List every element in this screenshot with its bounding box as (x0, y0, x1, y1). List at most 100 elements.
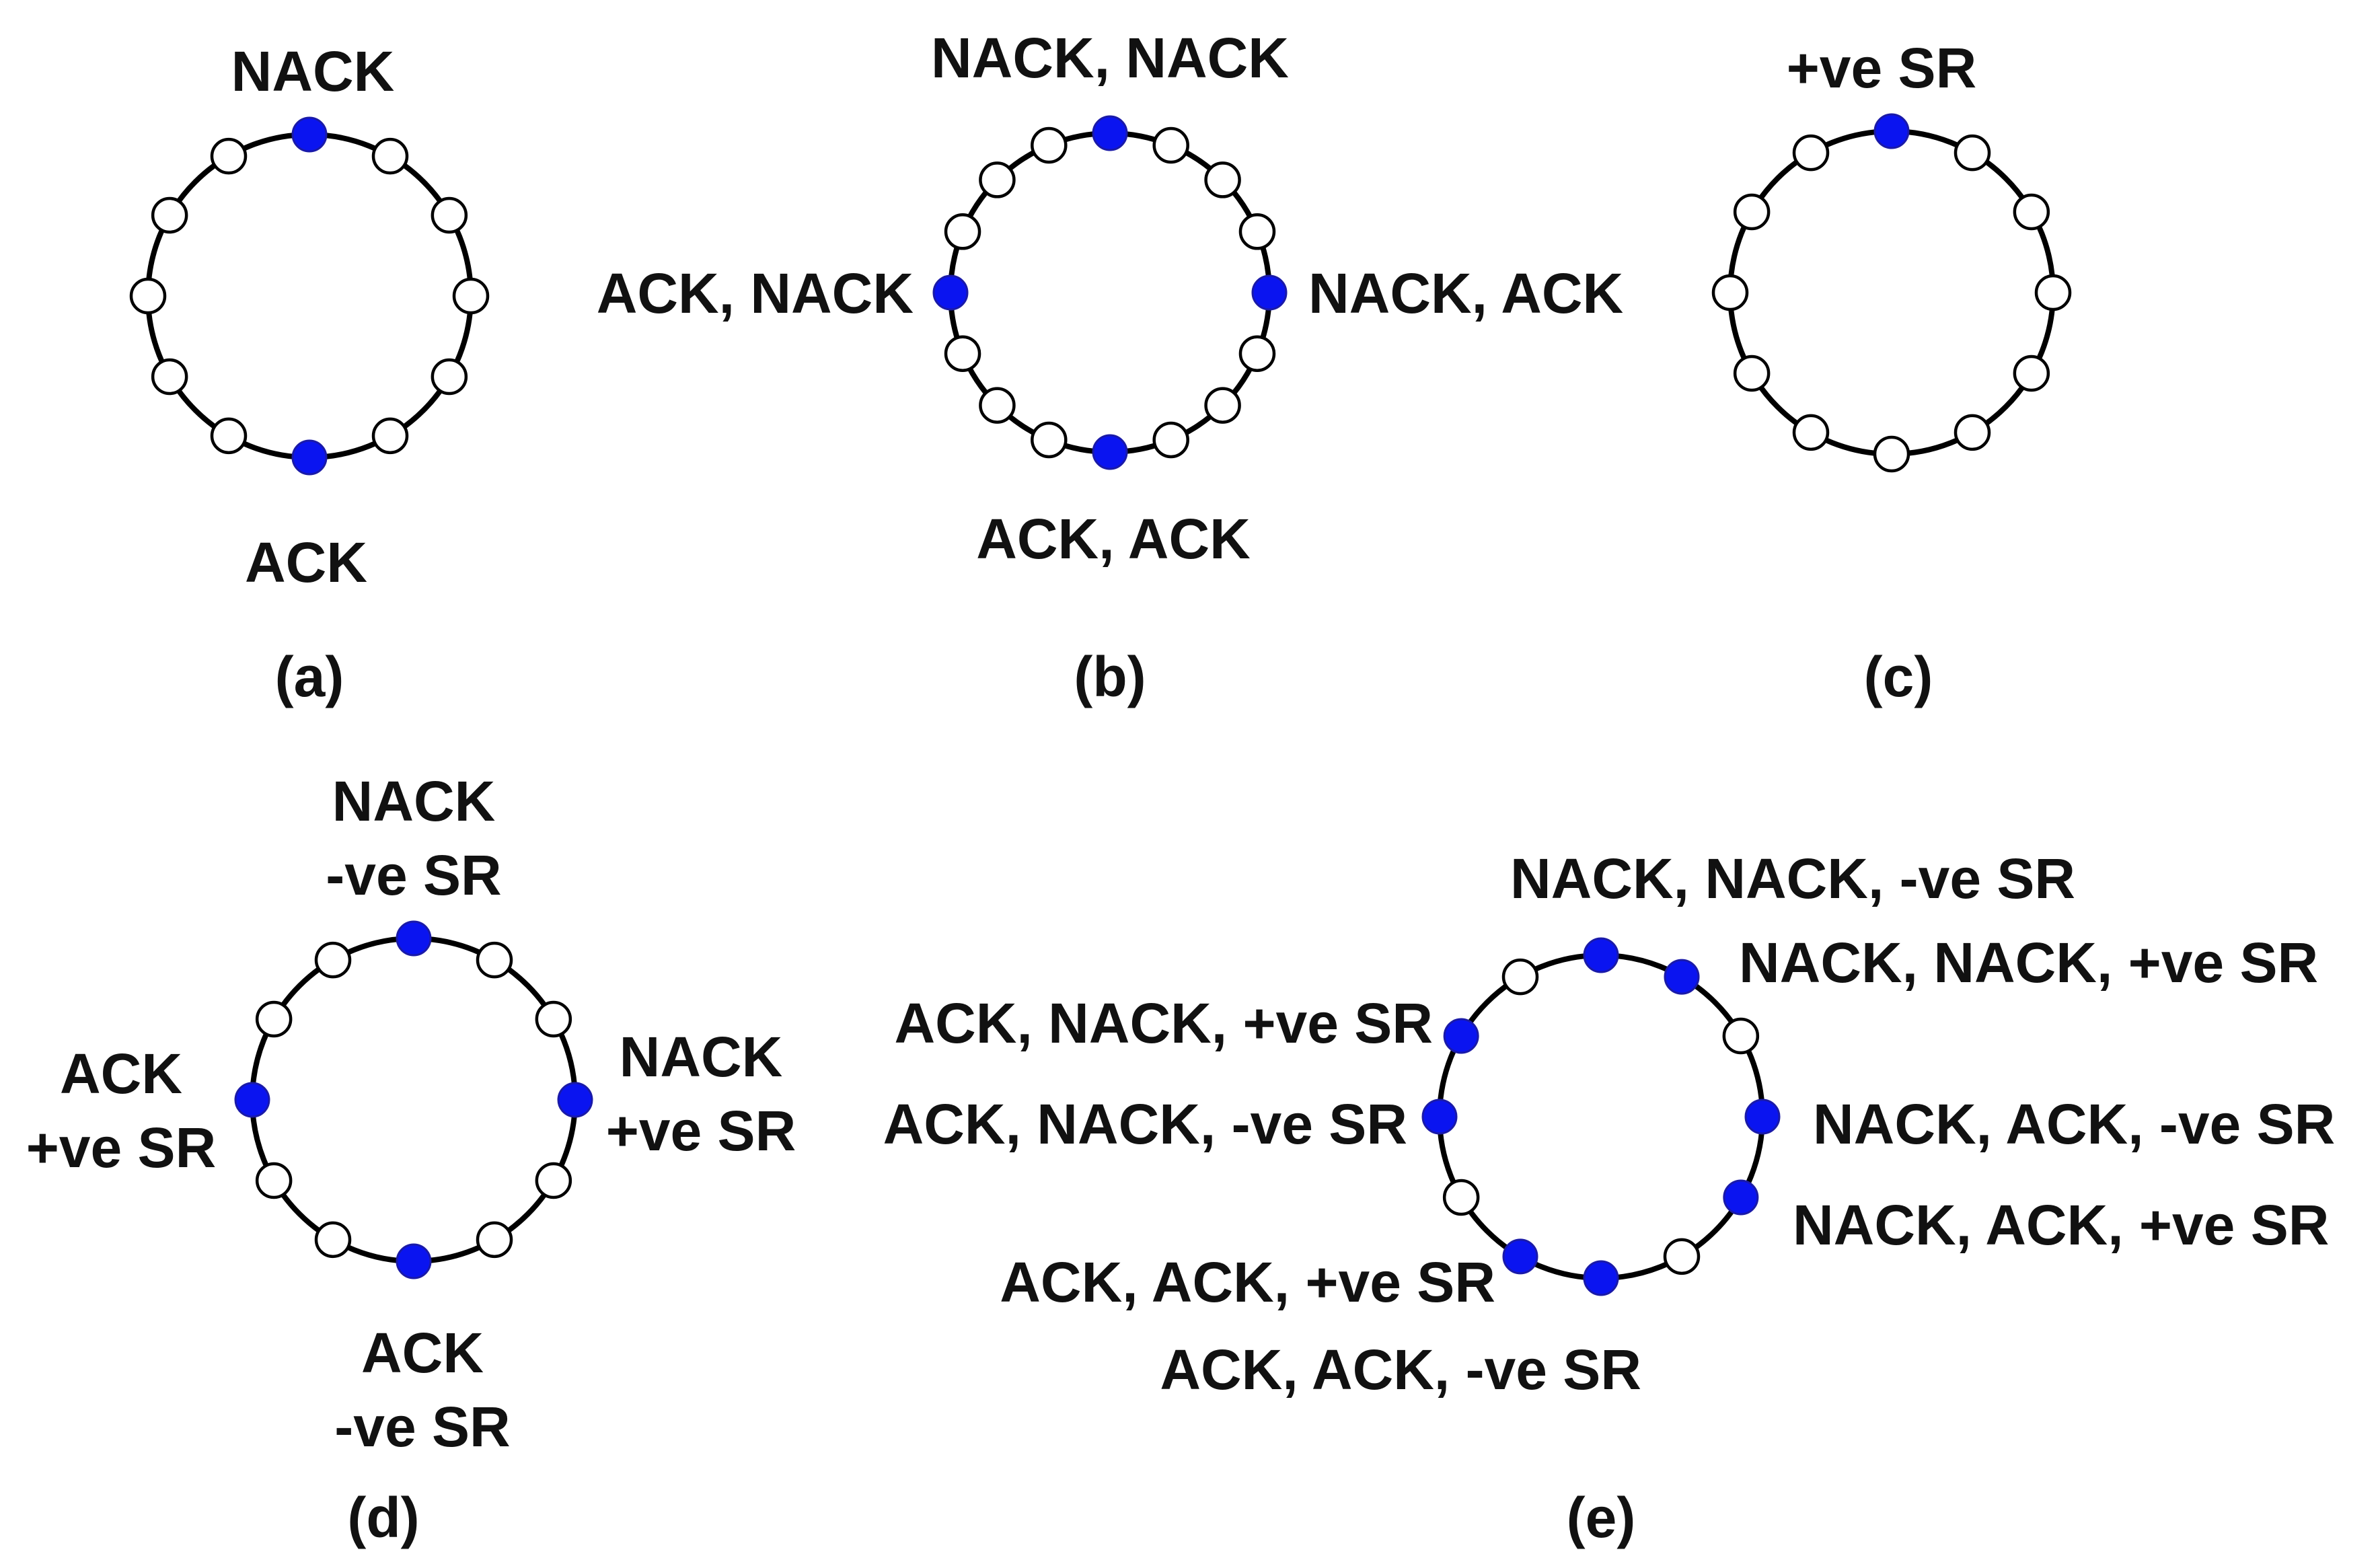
point-label: ACK, ACK, +ve SR (1000, 1251, 1495, 1314)
panel-caption: (c) (1864, 645, 1933, 708)
constellation-point (151, 196, 188, 234)
point-label: NACK (620, 1025, 783, 1088)
point-label: NACK, NACK (931, 26, 1289, 89)
point-label: NACK, ACK (1308, 262, 1623, 325)
constellation-point-active (1583, 937, 1619, 973)
constellation-point-active (1744, 1099, 1781, 1135)
constellation-point-active (291, 439, 328, 476)
point-label: ACK, NACK (597, 262, 914, 325)
constellation-point-active (1092, 115, 1128, 151)
constellation-point (255, 1162, 293, 1199)
constellation-point (129, 277, 167, 315)
constellation-point-active (1723, 1179, 1759, 1216)
panel-caption: (d) (347, 1486, 419, 1549)
point-label: NACK, ACK, -ve SR (1813, 1092, 2335, 1156)
point-label: ACK, NACK, +ve SR (894, 992, 1433, 1055)
constellation-point (535, 1162, 572, 1199)
point-label: +ve SR (26, 1116, 217, 1179)
constellation-point-active (1873, 113, 1910, 149)
constellation-point-active (1664, 959, 1700, 995)
ring-e (1437, 953, 1765, 1281)
constellation-point-active (1251, 274, 1288, 311)
constellation-point-active (396, 920, 432, 957)
constellation-point (1711, 274, 1749, 311)
constellation-point (2013, 193, 2050, 231)
constellation-point (431, 358, 468, 396)
constellation-point-active (932, 274, 969, 311)
constellation-point-active (1092, 434, 1128, 470)
point-label: NACK, ACK, +ve SR (1793, 1193, 2329, 1257)
constellation-point (151, 358, 188, 396)
panel-c: +ve SR (c) (1711, 36, 2072, 708)
constellation-point-active (1443, 1018, 1479, 1054)
point-label: ACK, NACK, -ve SR (883, 1092, 1407, 1156)
panel-b: NACK, NACK NACK, ACK ACK, ACK ACK, NACK (b) (597, 26, 1624, 708)
point-label: NACK (231, 40, 395, 103)
constellation-point (1501, 958, 1539, 996)
panel-caption: (b) (1074, 645, 1146, 708)
constellation-point (371, 137, 409, 175)
constellation-point (535, 1000, 572, 1038)
constellation-point (1204, 161, 1241, 198)
point-label: NACK (332, 770, 496, 833)
constellation-point (210, 417, 248, 455)
constellation-point-active (396, 1243, 432, 1279)
constellation-point (1722, 1017, 1760, 1055)
constellation-point (255, 1000, 293, 1038)
panel-a: NACK ACK (a) (129, 40, 490, 708)
point-label: ACK, ACK (976, 507, 1251, 570)
panel-caption: (e) (1567, 1486, 1636, 1549)
constellation-point (314, 1221, 352, 1259)
constellation-point-active (1502, 1238, 1538, 1275)
panel-e: NACK, NACK, -ve SR NACK, NACK, +ve SR NACK… (883, 847, 2336, 1549)
constellation-point-active (291, 116, 328, 153)
constellation-point-active (234, 1082, 270, 1118)
point-label: ACK, ACK, -ve SR (1160, 1338, 1641, 1401)
constellation-point (2013, 355, 2050, 392)
constellation-point (1204, 387, 1241, 424)
ring-a (145, 132, 474, 460)
panel-d: NACK -ve SR NACK +ve SR ACK -ve SR ACK +ve SR (d… (26, 770, 796, 1549)
constellation-point (1733, 355, 1771, 392)
constellation-point-active (1421, 1099, 1458, 1135)
constellation-point (2034, 274, 2072, 311)
constellation-point (314, 941, 352, 979)
constellation-point (452, 277, 490, 315)
point-label: ACK (245, 531, 367, 594)
constellation-point (1238, 335, 1276, 372)
constellation-point (1152, 126, 1189, 164)
constellation-point (476, 1221, 513, 1259)
point-label: -ve SR (334, 1395, 510, 1458)
constellation-point (979, 387, 1016, 424)
constellation-point (431, 196, 468, 234)
point-label: -ve SR (326, 844, 501, 907)
constellation-point (979, 161, 1016, 198)
point-label: NACK, NACK, +ve SR (1739, 931, 2318, 994)
constellation-point (1031, 421, 1068, 459)
point-label: +ve SR (606, 1099, 796, 1162)
constellation-point (1733, 193, 1771, 231)
constellation-point (210, 137, 248, 175)
constellation-point (1442, 1179, 1480, 1216)
constellation-point (1792, 134, 1830, 172)
constellation-point (944, 335, 981, 372)
constellation-point-active (557, 1082, 593, 1118)
ring-c (1727, 128, 2056, 457)
constellation-point (1152, 421, 1189, 459)
point-label: +ve SR (1787, 36, 1977, 100)
constellation-point (1954, 414, 1991, 451)
point-label: ACK (60, 1042, 182, 1105)
constellation-point-active (1583, 1260, 1619, 1296)
constellation-point (1238, 213, 1276, 250)
constellation-point (944, 213, 981, 250)
constellation-point (1954, 134, 1991, 172)
constellation-point (1663, 1238, 1701, 1275)
point-label: ACK (361, 1321, 484, 1384)
constellation-point (1873, 435, 1910, 473)
ring-d (250, 936, 578, 1264)
constellation-point (1792, 414, 1830, 451)
constellation-point (1031, 126, 1068, 164)
point-label: NACK, NACK, -ve SR (1510, 847, 2075, 910)
panel-caption: (a) (275, 645, 344, 708)
